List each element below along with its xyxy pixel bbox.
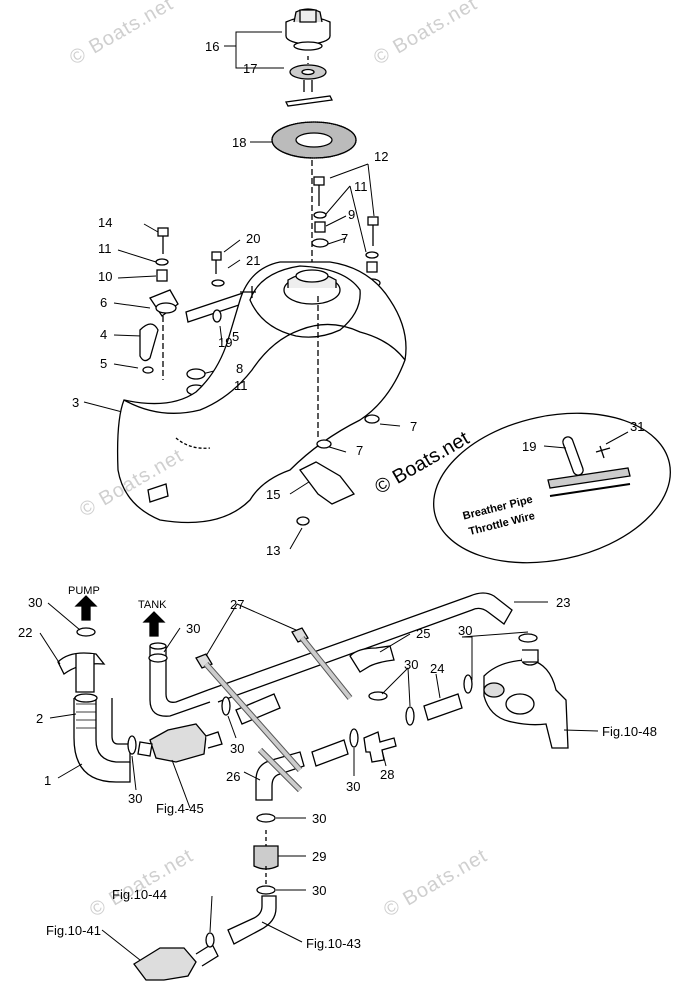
callout-30: 30 — [230, 741, 245, 756]
callout-22: 22 — [18, 625, 33, 640]
callout-27: 27 — [230, 597, 245, 612]
callout-26: 26 — [226, 769, 241, 784]
fuel-tank — [116, 261, 407, 524]
tank-bracket — [296, 439, 356, 526]
callout-11: 11 — [98, 241, 112, 256]
callout-20: 20 — [246, 231, 261, 246]
ref-fig10-41: Fig.10-41 — [46, 923, 101, 938]
callout-25: 25 — [416, 626, 431, 641]
callout-23: 23 — [556, 595, 571, 610]
callout-7: 7 — [356, 443, 364, 458]
callout-7: 7 — [341, 231, 349, 246]
callout-24: 24 — [430, 661, 445, 676]
callout-2: 2 — [36, 711, 44, 726]
callout-30: 30 — [346, 779, 361, 794]
fuel-cap — [285, 8, 331, 51]
callout-30: 30 — [28, 595, 43, 610]
callout-3: 3 — [72, 395, 80, 410]
callout-30: 30 — [404, 657, 419, 672]
callout-30: 30 — [186, 621, 201, 636]
callout-8: 8 — [236, 361, 244, 376]
callout-31: 31 — [630, 419, 645, 434]
filler-gasket — [271, 121, 357, 159]
callout-5: 5 — [232, 329, 240, 344]
callout-19: 19 — [522, 439, 537, 454]
callout-18: 18 — [232, 135, 247, 150]
ref-fig10-44: Fig.10-44 — [112, 887, 167, 902]
callout-30: 30 — [312, 811, 327, 826]
callout-4: 4 — [100, 327, 108, 342]
callout-6: 6 — [100, 295, 108, 310]
ref-fig10-48: Fig.10-48 — [602, 724, 657, 739]
callout-21: 21 — [246, 253, 261, 268]
callout-11: 11 — [354, 179, 368, 194]
callout-5: 5 — [100, 356, 108, 371]
callout-14: 14 — [98, 215, 113, 230]
pump-label: PUMP — [68, 585, 100, 597]
callout-7: 7 — [410, 419, 418, 434]
callout-16: 16 — [205, 39, 220, 54]
callout-19: 19 — [218, 335, 233, 350]
tank-label: TANK — [138, 599, 167, 611]
callout-11: 11 — [234, 378, 248, 393]
callout-30: 30 — [458, 623, 473, 638]
callout-28: 28 — [380, 767, 395, 782]
callout-30: 30 — [312, 883, 327, 898]
callout-30: 30 — [128, 791, 143, 806]
callout-15: 15 — [266, 487, 281, 502]
callout-1: 1 — [44, 773, 52, 788]
hoses — [57, 592, 569, 981]
callout-29: 29 — [312, 849, 327, 864]
callout-13: 13 — [266, 543, 281, 558]
ref-fig10-43: Fig.10-43 — [306, 936, 361, 951]
callout-17: 17 — [243, 61, 258, 76]
leader-lines-bottom — [39, 601, 599, 961]
callout-9: 9 — [348, 207, 356, 222]
ref-fig4-45: Fig.4-45 — [156, 801, 204, 816]
callout-10: 10 — [98, 269, 113, 284]
breather-inset — [433, 412, 671, 564]
cap-gasket — [285, 64, 333, 107]
callout-12: 12 — [374, 149, 389, 164]
